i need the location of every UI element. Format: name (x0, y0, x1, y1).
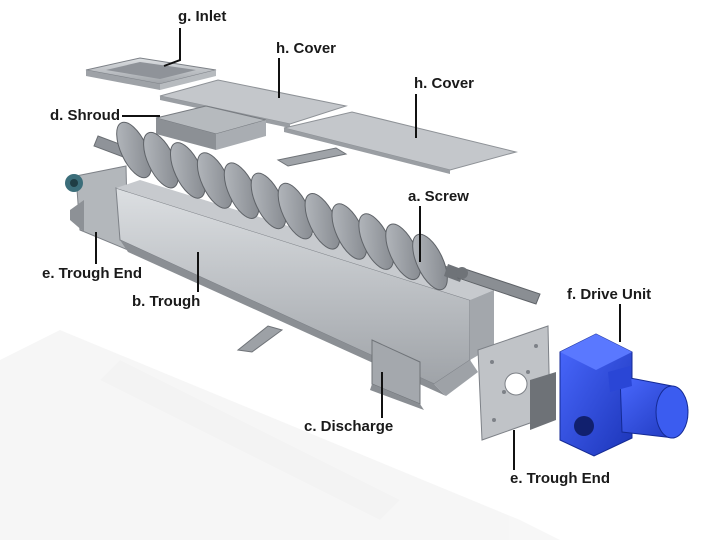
leader-inlet (163, 28, 181, 67)
label-trough-end-left: e. Trough End (42, 265, 142, 282)
floor-reflection (0, 330, 560, 540)
hanger-plate (236, 325, 284, 353)
label-inlet: g. Inlet (178, 8, 227, 25)
coupling-shaft (456, 267, 541, 305)
shroud-part (155, 105, 267, 150)
leader-lines (95, 28, 621, 470)
drive-unit-part (559, 333, 689, 457)
screw-part (93, 121, 464, 291)
trough-end-left-part (65, 165, 129, 251)
label-trough-end-right: e. Trough End (510, 470, 610, 487)
screw-flight (412, 233, 448, 291)
cover-part-2 (283, 111, 518, 174)
discharge-part (370, 339, 424, 410)
label-cover-2: h. Cover (414, 75, 475, 92)
label-screw: a. Screw (408, 188, 469, 205)
inlet-part (85, 57, 217, 90)
label-cover-1: h. Cover (276, 40, 337, 57)
bolt-holes (490, 344, 540, 422)
label-discharge: c. Discharge (304, 418, 394, 435)
cover-bracket (276, 147, 348, 167)
screw-flights (116, 121, 448, 291)
label-shroud: d. Shroud (50, 107, 120, 124)
label-trough: b. Trough (132, 293, 201, 310)
trough-end-right-part (477, 325, 556, 441)
label-drive-unit: f. Drive Unit (567, 286, 652, 303)
